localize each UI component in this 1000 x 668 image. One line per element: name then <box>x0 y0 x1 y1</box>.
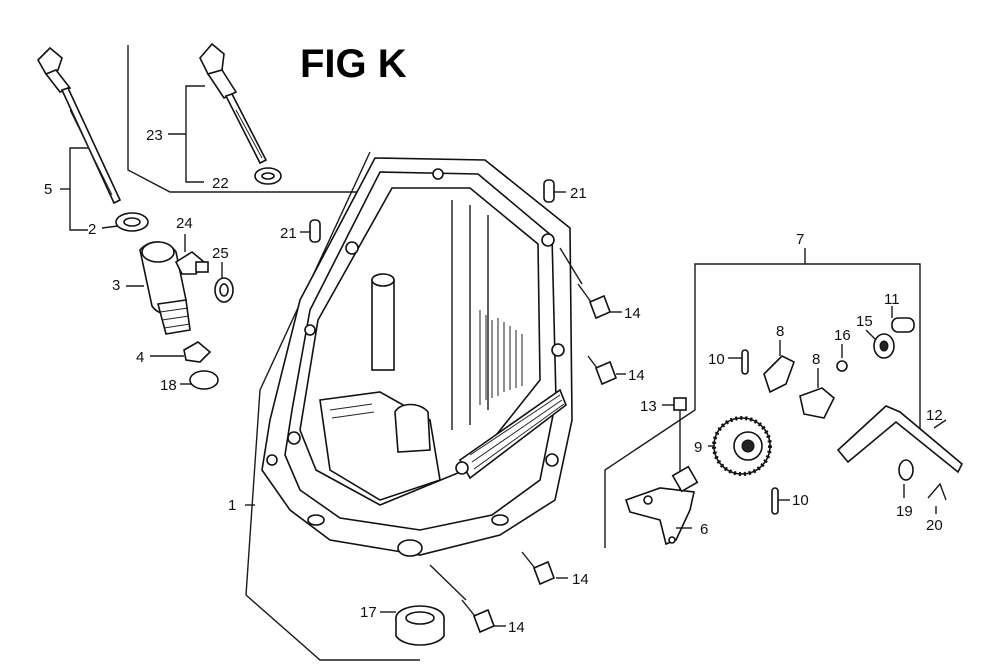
callout-10-a: 10 <box>708 351 725 368</box>
oil-seal-part-17 <box>380 605 445 646</box>
dowel-pin-part-21-left <box>300 219 321 243</box>
callout-8-b: 8 <box>812 351 820 368</box>
bolt-part-14-d <box>429 564 506 634</box>
governor-gear-part-9 <box>708 416 772 476</box>
pin-part-10-lower <box>771 487 779 515</box>
callout-14-c: 14 <box>572 571 589 588</box>
pin-part-10-upper <box>741 349 749 375</box>
sleeve-part-11 <box>891 317 915 333</box>
callout-9: 9 <box>694 439 702 456</box>
callout-14-a: 14 <box>624 305 641 322</box>
washer-part-19 <box>898 459 914 481</box>
callout-16: 16 <box>834 327 851 344</box>
weight-part-8-a <box>763 355 795 394</box>
callout-21-a: 21 <box>280 225 297 242</box>
governor-arm-shaft-part-12 <box>836 405 963 474</box>
callout-7: 7 <box>796 231 804 248</box>
callout-2: 2 <box>88 221 96 238</box>
callout-3: 3 <box>112 277 120 294</box>
callout-17: 17 <box>360 604 377 621</box>
callout-4: 4 <box>136 349 144 366</box>
governor-group-part-7 <box>604 248 921 548</box>
callout-15: 15 <box>856 313 873 330</box>
callout-5: 5 <box>44 181 52 198</box>
crankcase-cover-part-1 <box>245 151 573 661</box>
dowel-pin-part-21-right <box>543 179 566 203</box>
washer-part-16 <box>836 360 848 372</box>
plug-part-24 <box>174 251 209 275</box>
oil-filler-part-3 <box>139 241 191 335</box>
bracket-5 <box>69 147 88 231</box>
callout-19: 19 <box>896 503 913 520</box>
cooling-fins <box>479 310 523 405</box>
callout-14-b: 14 <box>628 367 645 384</box>
clip-part-20 <box>927 482 947 501</box>
dipstick-part-5 <box>37 46 122 205</box>
weight-part-8-b <box>799 387 835 419</box>
callout-10-b: 10 <box>792 492 809 509</box>
callout-14-d: 14 <box>508 619 525 636</box>
callout-13: 13 <box>640 398 657 415</box>
callout-25: 25 <box>212 245 229 262</box>
bolt-part-14-c <box>521 551 568 586</box>
callout-24: 24 <box>176 215 193 232</box>
callout-12: 12 <box>926 407 943 424</box>
callout-22: 22 <box>212 175 229 192</box>
callout-6: 6 <box>700 521 708 538</box>
callout-11: 11 <box>884 291 900 308</box>
callout-23: 23 <box>146 127 163 144</box>
oring-part-18 <box>189 370 219 390</box>
bolt-part-14-b <box>587 355 626 386</box>
dipstick-group-boxed <box>127 42 375 193</box>
dipstick-group-left <box>37 46 234 390</box>
callout-8-a: 8 <box>776 323 784 340</box>
callout-21-b: 21 <box>570 185 587 202</box>
callout-18: 18 <box>160 377 177 394</box>
bolt-part-4 <box>183 341 212 363</box>
callout-20: 20 <box>926 517 943 534</box>
boundary-part-7 <box>604 263 921 548</box>
group-frame <box>127 45 375 193</box>
figure-title: FIG K <box>300 42 407 86</box>
callout-1: 1 <box>228 497 236 514</box>
bolt-part-14-a <box>559 247 622 320</box>
